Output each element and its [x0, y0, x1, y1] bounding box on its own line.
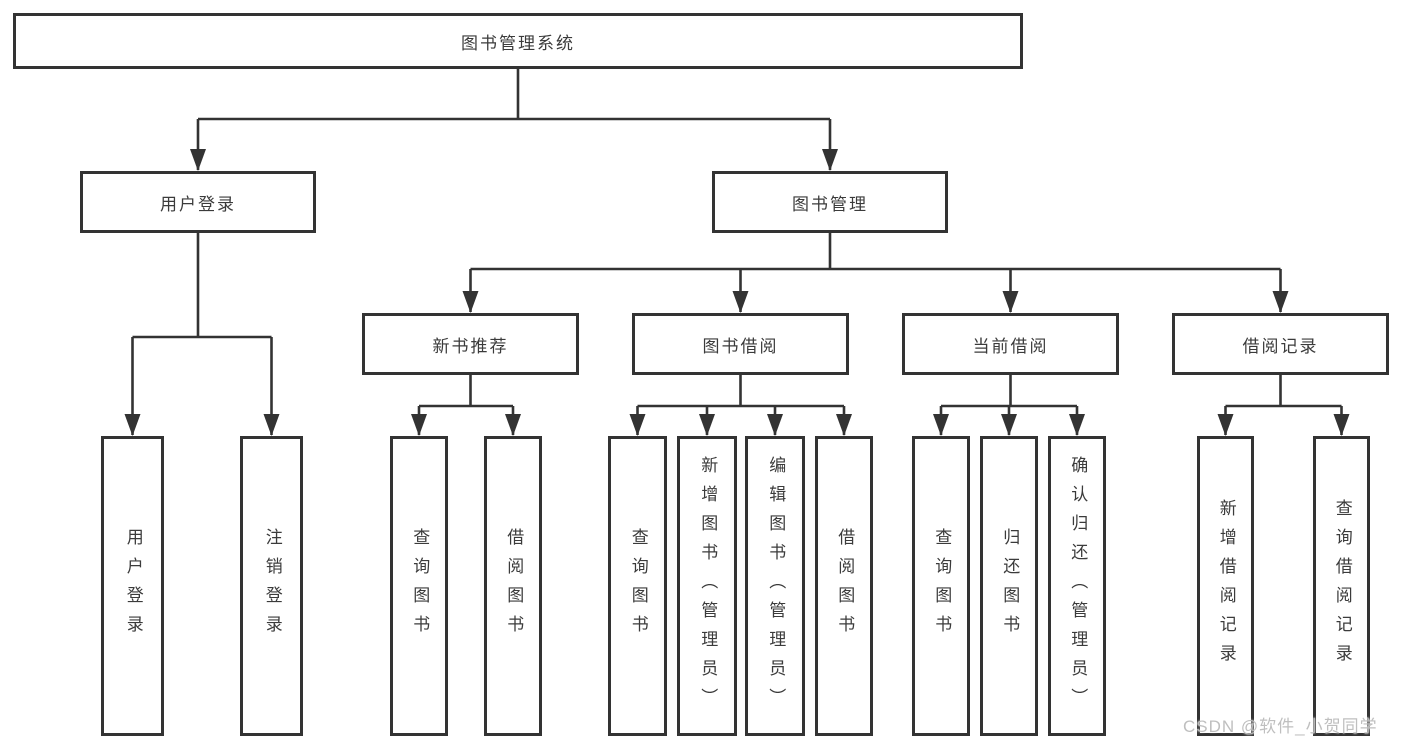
leaf-query-books-borrow: 查询图书 [608, 436, 667, 736]
node-label: 确认归还（管理员） [1068, 455, 1088, 717]
node-label: 用户登录 [160, 194, 236, 214]
node-label: 查询图书 [628, 528, 648, 644]
node-label: 借阅图书 [504, 528, 524, 644]
leaf-logout: 注销登录 [240, 436, 303, 736]
leaf-edit-books-admin: 编辑图书（管理员） [745, 436, 805, 736]
leaf-borrow-books: 借阅图书 [815, 436, 873, 736]
leaf-return-books: 归还图书 [980, 436, 1038, 736]
node-label: 图书借阅 [702, 336, 779, 356]
node-label: 归还图书 [1000, 528, 1020, 644]
node-label: 用户登录 [123, 528, 143, 644]
node-label: 新书推荐 [432, 336, 509, 356]
leaf-confirm-return-admin: 确认归还（管理员） [1048, 436, 1106, 736]
node-label: 新增图书（管理员） [698, 455, 718, 717]
node-label: 借阅记录 [1242, 336, 1319, 356]
node-label: 注销登录 [262, 528, 282, 644]
node-book-management: 图书管理 [712, 171, 948, 233]
node-current-borrowing: 当前借阅 [902, 313, 1119, 375]
node-label: 图书管理系统 [461, 33, 575, 53]
node-borrowing-records: 借阅记录 [1172, 313, 1389, 375]
node-label: 借阅图书 [835, 528, 855, 644]
leaf-borrow-books-recommend: 借阅图书 [484, 436, 542, 736]
node-label: 查询图书 [932, 528, 952, 644]
csdn-watermark: CSDN @软件_小贺同学 [1183, 717, 1378, 736]
node-label: 编辑图书（管理员） [766, 455, 786, 717]
node-label: 当前借阅 [972, 336, 1049, 356]
leaf-user-login: 用户登录 [101, 436, 164, 736]
node-new-book-recommend: 新书推荐 [362, 313, 579, 375]
leaf-add-borrow-record: 新增借阅记录 [1197, 436, 1254, 736]
node-user-login-branch: 用户登录 [80, 171, 316, 233]
leaf-query-books-recommend: 查询图书 [390, 436, 448, 736]
leaf-query-books-current: 查询图书 [912, 436, 970, 736]
node-label: 查询借阅记录 [1332, 499, 1352, 673]
leaf-query-borrow-record: 查询借阅记录 [1313, 436, 1370, 736]
node-book-borrowing: 图书借阅 [632, 313, 849, 375]
node-label: 图书管理 [792, 194, 868, 214]
node-label: 查询图书 [410, 528, 430, 644]
node-root-library-system: 图书管理系统 [13, 13, 1023, 69]
node-label: 新增借阅记录 [1216, 499, 1236, 673]
leaf-add-books-admin: 新增图书（管理员） [677, 436, 737, 736]
